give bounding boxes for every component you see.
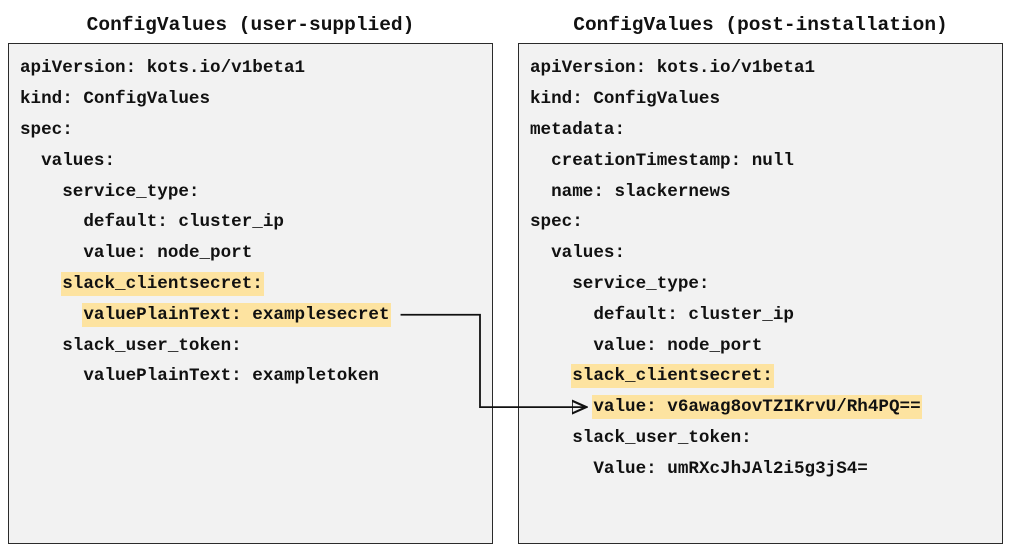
yaml-line-text: service_type:: [572, 273, 710, 294]
left-panel-yaml-line: apiVersion: kots.io/v1beta1: [19, 54, 391, 85]
yaml-line-text: name: slackernews: [551, 181, 731, 202]
yaml-line-text: creationTimestamp: null: [551, 150, 794, 171]
right-panel-yaml-line: creationTimestamp: null: [529, 146, 922, 177]
yaml-line-text: apiVersion: kots.io/v1beta1: [20, 58, 306, 79]
yaml-line-text: kind: ConfigValues: [20, 89, 211, 110]
left-panel-yaml-line: spec:: [19, 116, 391, 147]
left-panel-yaml-line: value: node_port: [19, 239, 391, 270]
yaml-line-text: metadata:: [530, 119, 626, 140]
right-panel-yaml-line: slack_clientsecret:: [529, 362, 922, 393]
yaml-line-text: slack_clientsecret:: [571, 364, 774, 389]
yaml-line-text: slack_user_token:: [62, 335, 242, 356]
right-panel-yaml-line: Value: umRXcJhJAl2i5g3jS4=: [529, 454, 922, 485]
right-panel-yaml-line: name: slackernews: [529, 177, 922, 208]
post-installation-config-panel: apiVersion: kots.io/v1beta1 kind: ConfigV…: [518, 43, 1003, 544]
left-panel-yaml-line: valuePlainText: exampletoken: [19, 362, 391, 393]
yaml-line-text: spec:: [530, 212, 583, 233]
right-panel-yaml-line: default: cluster_ip: [529, 300, 922, 331]
right-panel-yaml-line: kind: ConfigValues: [529, 85, 922, 116]
right-panel-title: ConfigValues (post-installation): [573, 14, 948, 36]
yaml-line-text: Value: umRXcJhJAl2i5g3jS4=: [593, 458, 868, 479]
right-panel-yaml-line: spec:: [529, 208, 922, 239]
yaml-line-text: value: node_port: [593, 335, 763, 356]
user-supplied-config-panel: apiVersion: kots.io/v1beta1 kind: ConfigV…: [8, 43, 493, 544]
yaml-line-text: value: node_port: [83, 243, 253, 264]
right-panel-yaml-line: value: node_port: [529, 331, 922, 362]
yaml-line-text: service_type:: [62, 181, 200, 202]
left-panel-title: ConfigValues (user-supplied): [86, 14, 415, 36]
yaml-line-text: spec:: [20, 119, 73, 140]
user-supplied-yaml-block: apiVersion: kots.io/v1beta1 kind: ConfigV…: [19, 54, 391, 393]
left-panel-yaml-line: slack_clientsecret:: [19, 270, 391, 301]
right-panel-yaml-line: metadata:: [529, 116, 922, 147]
left-panel-yaml-line: default: cluster_ip: [19, 208, 391, 239]
yaml-line-text: values:: [41, 150, 116, 171]
left-panel-yaml-line: kind: ConfigValues: [19, 85, 391, 116]
right-panel-yaml-line: value: v6awag8ovTZIKrvU/Rh4PQ==: [529, 393, 922, 424]
left-panel-yaml-line: values:: [19, 146, 391, 177]
yaml-line-text: kind: ConfigValues: [530, 89, 721, 110]
right-panel-yaml-line: values:: [529, 239, 922, 270]
yaml-line-text: slack_user_token:: [572, 427, 752, 448]
yaml-line-text: default: cluster_ip: [593, 304, 794, 325]
yaml-line-text: apiVersion: kots.io/v1beta1: [530, 58, 816, 79]
yaml-line-text: slack_clientsecret:: [61, 271, 264, 296]
post-installation-yaml-block: apiVersion: kots.io/v1beta1 kind: ConfigV…: [529, 54, 922, 485]
right-panel-yaml-line: service_type:: [529, 270, 922, 301]
left-panel-yaml-line: service_type:: [19, 177, 391, 208]
left-panel-yaml-line: valuePlainText: examplesecret: [19, 300, 391, 331]
yaml-line-text: valuePlainText: examplesecret: [82, 302, 391, 327]
yaml-line-text: values:: [551, 243, 626, 264]
right-panel-yaml-line: slack_user_token:: [529, 424, 922, 455]
left-panel-yaml-line: slack_user_token:: [19, 331, 391, 362]
right-panel-yaml-line: apiVersion: kots.io/v1beta1: [529, 54, 922, 85]
yaml-line-text: default: cluster_ip: [83, 212, 284, 233]
yaml-line-text: value: v6awag8ovTZIKrvU/Rh4PQ==: [592, 395, 922, 420]
yaml-line-text: valuePlainText: exampletoken: [83, 366, 379, 387]
